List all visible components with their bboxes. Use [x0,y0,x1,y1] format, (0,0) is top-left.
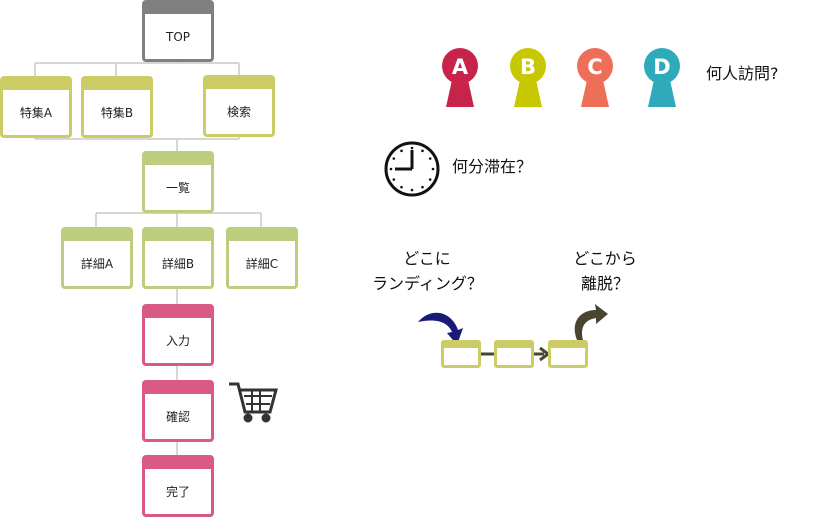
node-label: 詳細C [245,257,279,271]
exit-question: どこから離脱？ [560,246,650,296]
landing-line2: ランディング？ [372,274,483,293]
node-label: 完了 [165,485,190,499]
clock-tick [392,157,396,160]
clock-tick [421,149,424,153]
clock-tick [431,167,435,171]
clock-tick [389,167,393,171]
node-detail-c: 詳細C [226,227,298,289]
node-confirm: 確認 [142,380,214,442]
clock-tick [410,188,414,192]
svg-text:B: B [520,55,536,79]
node-label: 特集A [19,106,53,120]
node-detail-a: 詳細A [61,227,133,289]
landing-line1: どこに [403,249,451,268]
node-input: 入力 [142,304,214,366]
clock-tick [400,185,403,189]
node-list: 一覧 [142,151,214,213]
flow-page-2 [494,340,534,368]
visitor-pin-a-icon: A [442,48,478,107]
node-label: 詳細A [80,257,114,271]
svg-text:A: A [452,55,469,79]
node-search: 検索 [203,75,275,137]
shopping-cart-icon [229,382,278,423]
node-label: 詳細B [161,257,195,271]
visitor-pin-c-icon: C [577,48,613,107]
node-top: TOP [142,0,214,62]
exit-arrow-icon [574,304,608,340]
svg-text:C: C [587,55,602,79]
clock-tick [428,157,432,160]
node-label: 特集B [100,106,134,120]
node-label: 入力 [165,334,190,348]
clock-tick [400,149,403,153]
node-complete: 完了 [142,455,214,517]
flow-page-1 [441,340,481,368]
svg-text:D: D [653,55,670,79]
visitor-pin-d-icon: D [644,48,680,107]
node-label: 検索 [226,105,251,119]
visitor-pin-b-icon: B [510,48,546,107]
node-feature-b: 特集B [81,76,153,138]
visitors-question: 何人訪問? [706,64,779,83]
exit-line1: どこから [573,249,637,268]
node-feature-a: 特集A [0,76,72,138]
node-detail-b: 詳細B [142,227,214,289]
node-label: TOP [165,29,190,44]
clock-tick [421,185,424,189]
flow-page-3 [548,340,588,368]
node-label: 確認 [165,410,190,424]
clock-tick [410,146,414,150]
landing-question: どこにランディング？ [372,246,483,296]
clock-tick [392,178,396,181]
clock-icon [384,141,440,197]
clock-tick [428,178,432,181]
duration-question: 何分滞在？ [452,157,533,176]
exit-line2: 離脱？ [580,274,629,293]
node-label: 一覧 [165,181,190,195]
landing-arrow-icon [418,312,463,345]
